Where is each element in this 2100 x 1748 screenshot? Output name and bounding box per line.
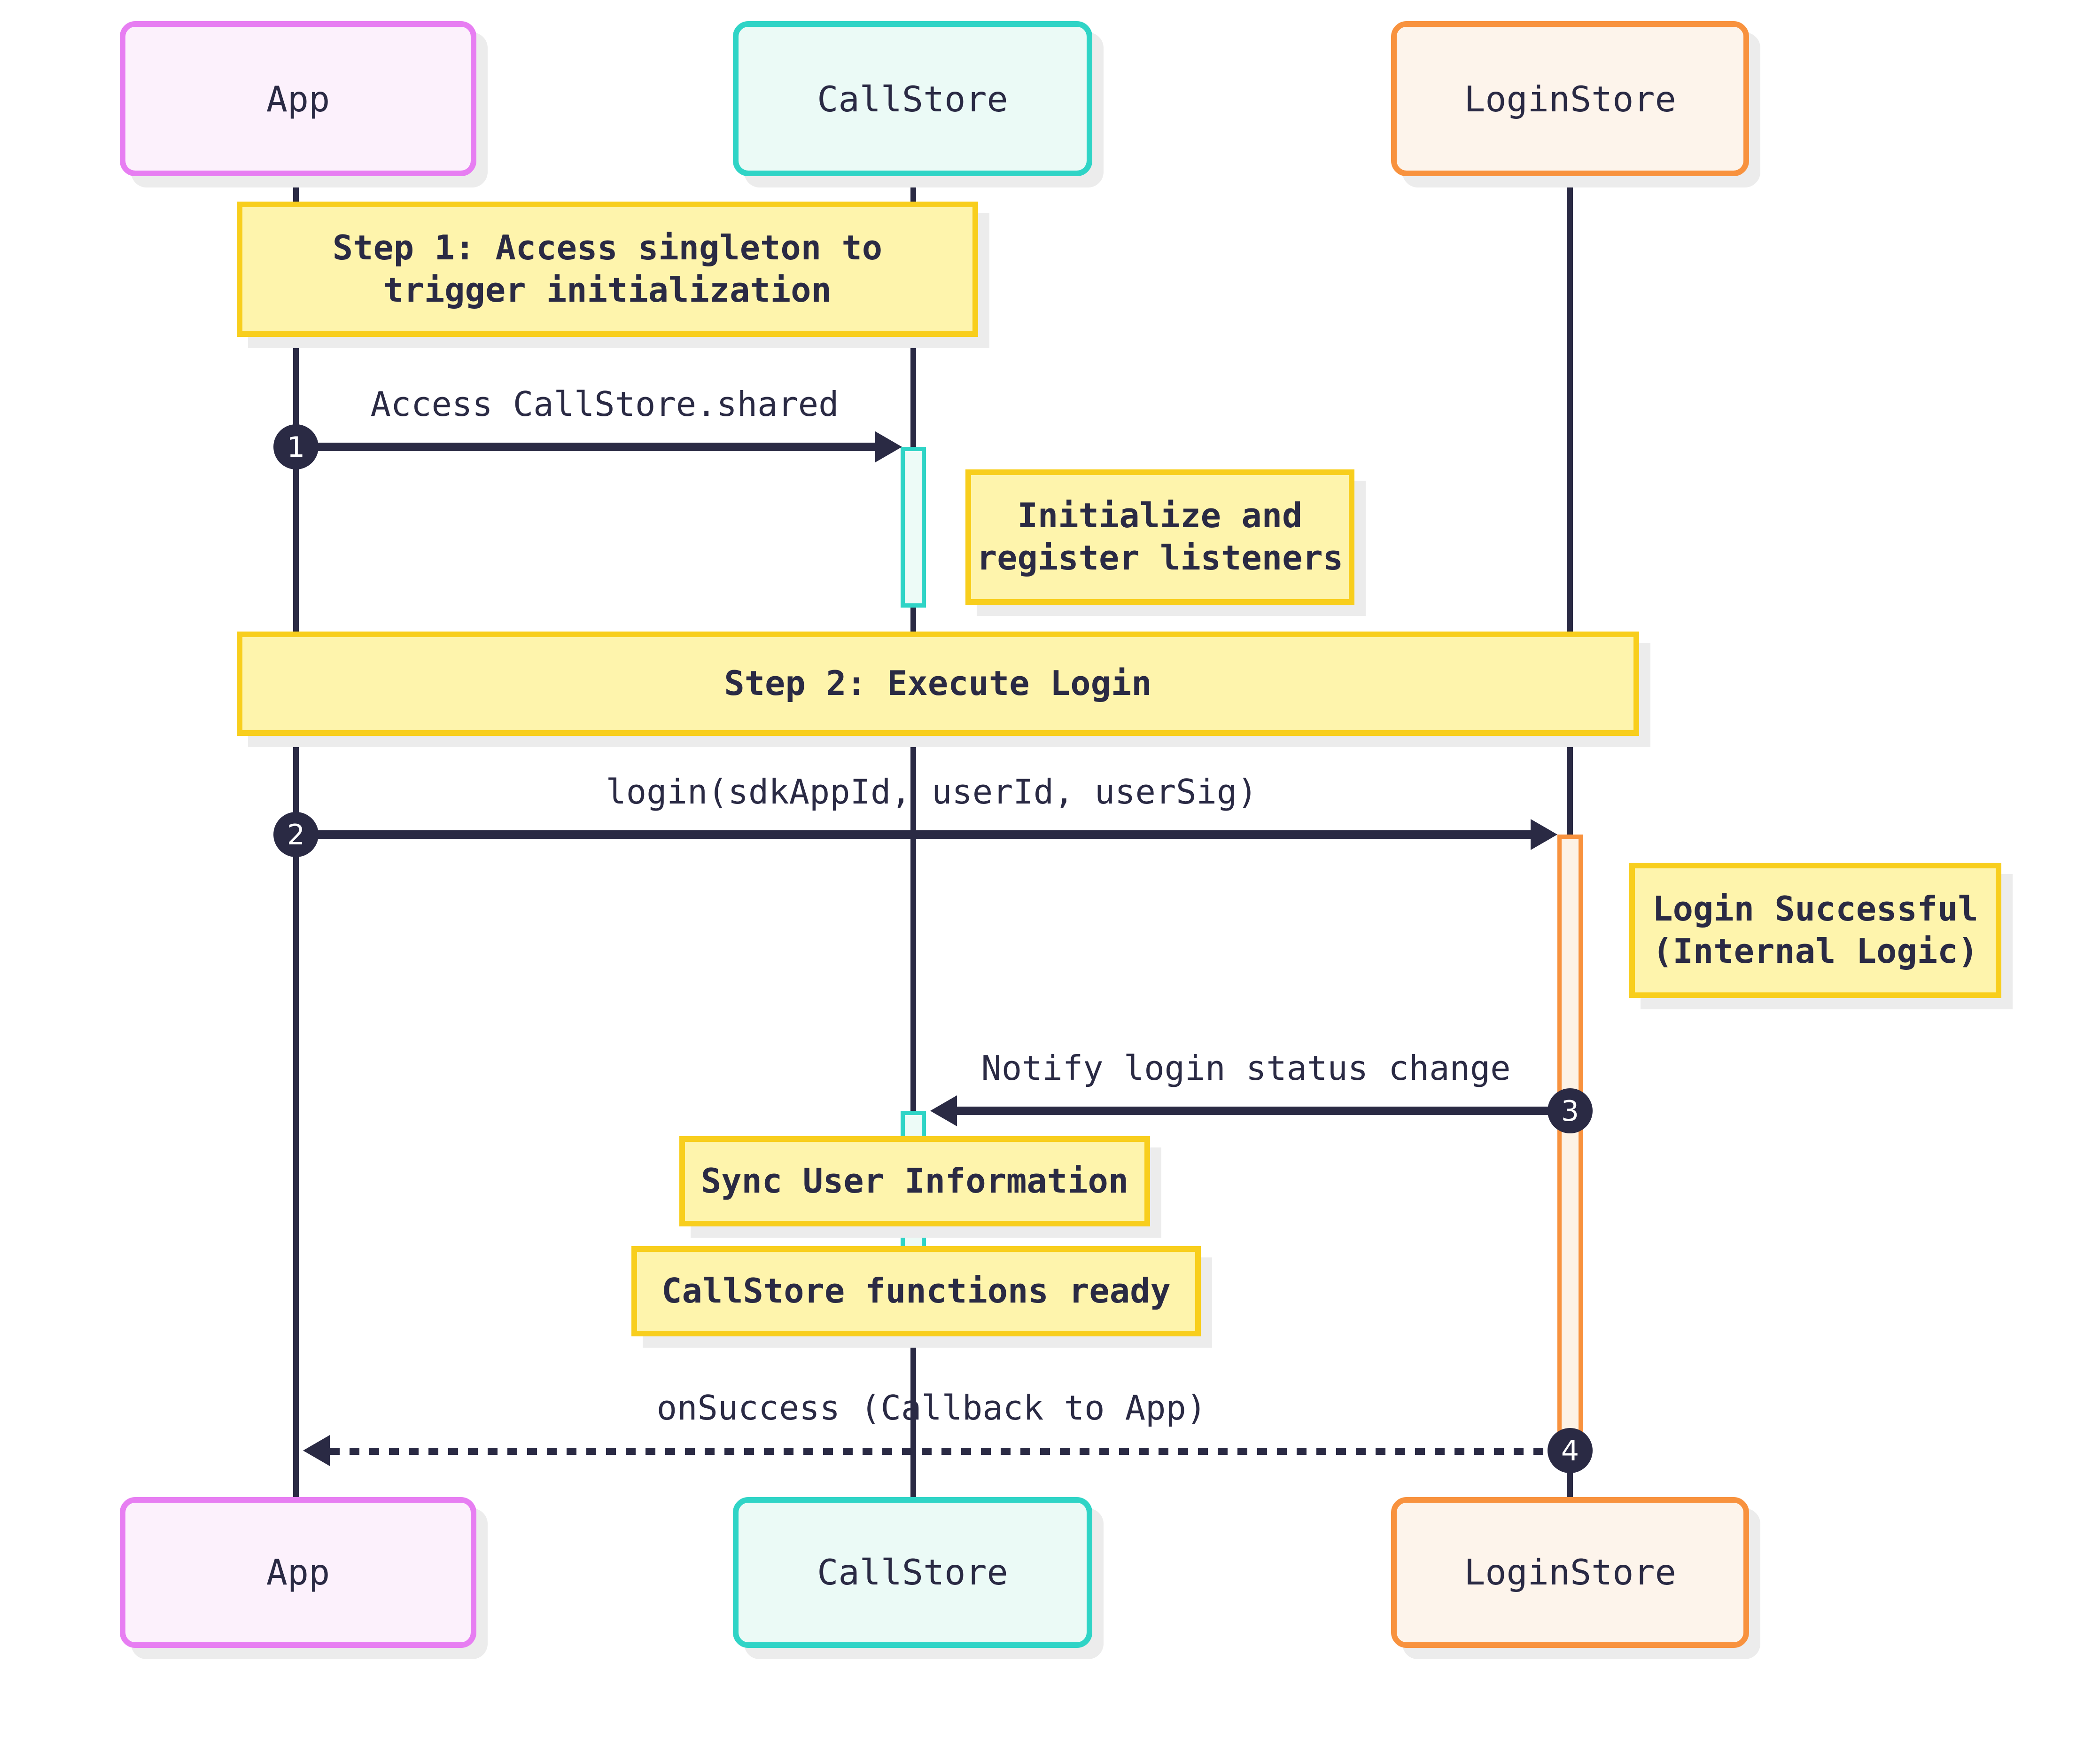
note-login-successful: Login Successful (Internal Logic) [1629, 863, 2001, 998]
activation-bar-callstore-1 [901, 447, 926, 608]
message-4-label: onSuccess (Callback to App) [656, 1389, 1207, 1428]
message-3-label: Notify login status change [981, 1049, 1511, 1088]
message-1-number-badge: 1 [273, 424, 319, 469]
message-4-line [330, 1448, 1557, 1455]
participant-loginstore-bottom: LoginStore [1391, 1497, 1749, 1648]
message-1-label: Access CallStore.shared [370, 385, 839, 424]
message-1-arrowhead-icon [875, 431, 902, 462]
message-2-number-badge: 2 [273, 812, 319, 857]
message-2-arrowhead-icon [1531, 819, 1557, 850]
message-3-number-badge: 3 [1548, 1088, 1593, 1133]
message-2-label: login(sdkAppId, userId, userSig) [606, 773, 1258, 812]
participant-app-bottom: App [120, 1497, 476, 1648]
message-3-line [957, 1107, 1557, 1115]
participant-app-top: App [120, 21, 476, 176]
message-3-arrowhead-icon [930, 1095, 957, 1126]
participant-loginstore-top: LoginStore [1391, 21, 1749, 176]
participant-callstore-bottom: CallStore [733, 1497, 1092, 1648]
message-4-number-badge: 4 [1548, 1428, 1593, 1473]
note-sync-user-information: Sync User Information [679, 1136, 1150, 1226]
note-step2: Step 2: Execute Login [237, 632, 1639, 736]
note-callstore-functions-ready: CallStore functions ready [631, 1246, 1201, 1336]
message-4-arrowhead-icon [303, 1435, 330, 1466]
note-step1: Step 1: Access singleton to trigger init… [237, 202, 978, 337]
message-1-line [296, 443, 878, 451]
activation-bar-loginstore [1557, 835, 1583, 1451]
participant-callstore-top: CallStore [733, 21, 1092, 176]
message-2-line [296, 830, 1532, 839]
note-initialize-listeners: Initialize and register listeners [965, 469, 1354, 605]
